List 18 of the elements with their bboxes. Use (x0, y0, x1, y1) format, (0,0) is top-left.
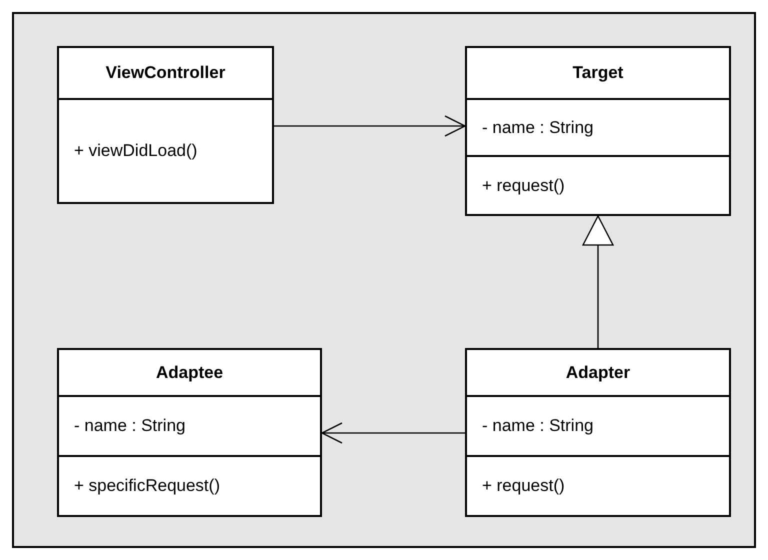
method-text: + viewDidLoad() (74, 140, 198, 162)
method-text: + request() (482, 475, 565, 498)
attribute-text: - name : String (74, 415, 186, 438)
class-name: ViewController (106, 62, 226, 84)
class-name: Adaptee (156, 362, 224, 384)
class-box (57, 348, 322, 517)
association-arrow (321, 422, 465, 444)
method-text: + request() (482, 174, 565, 197)
class-box (465, 348, 731, 517)
attribute-text: - name : String (482, 415, 594, 438)
class-box (57, 46, 274, 204)
inheritance-arrow (582, 215, 614, 348)
attribute-text: - name : String (482, 116, 594, 139)
method-text: + specificRequest() (74, 475, 220, 498)
association-arrow (274, 115, 466, 137)
class-name: Adapter (566, 362, 630, 384)
class-box (465, 46, 731, 216)
class-name: Target (572, 62, 624, 84)
